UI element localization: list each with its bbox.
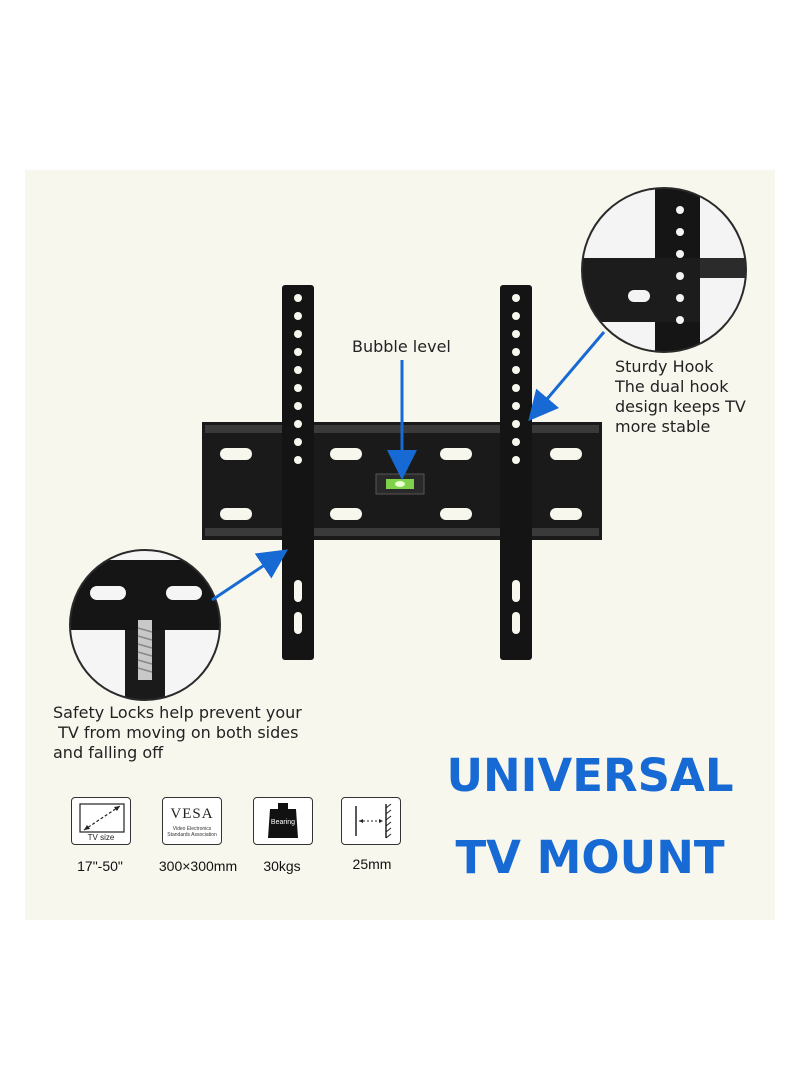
sturdy-hook-line-1: Sturdy Hook <box>615 357 714 376</box>
title-line-1: UNIVERSAL <box>446 749 734 802</box>
hook-arrow <box>528 331 606 422</box>
safety-locks-line-2: TV from moving on both sides <box>53 723 299 742</box>
hook-detail-circle <box>581 187 747 353</box>
wall-distance-value: 25mm <box>352 856 392 872</box>
vesa-icon: VESA Video Electronics Standards Associa… <box>162 797 222 845</box>
bubble-level-label: Bubble level <box>352 337 451 356</box>
tv-size-icon-text: TV size <box>87 833 115 842</box>
weight-icon: Bearing <box>253 797 313 845</box>
safety-lock-arrow <box>211 549 288 602</box>
sturdy-hook-line-3: design keeps TV <box>615 397 746 416</box>
safety-locks-line-3: and falling off <box>53 743 164 762</box>
sturdy-hook-line-4: more stable <box>615 417 711 436</box>
weight-value: 30kgs <box>263 858 301 874</box>
sturdy-hook-line-2: The dual hook <box>615 377 729 396</box>
vesa-icon-subtext-1: Video Electronics <box>172 826 212 832</box>
wall-distance-icon <box>341 797 401 845</box>
vesa-icon-text: VESA <box>170 806 214 822</box>
vesa-icon-subtext-2: Standards Association <box>167 832 217 838</box>
safety-locks-label: Safety Locks help prevent your TV from m… <box>53 703 302 763</box>
safety-lock-detail-circle <box>69 549 221 701</box>
vesa-value: 300×300mm <box>158 858 238 874</box>
sturdy-hook-label: Sturdy Hook The dual hook design keeps T… <box>615 357 746 437</box>
weight-icon-text: Bearing <box>270 819 296 826</box>
title-line-2: TV MOUNT <box>455 831 725 884</box>
safety-locks-line-1: Safety Locks help prevent your <box>53 703 302 722</box>
tv-size-value: 17"-50" <box>77 858 123 874</box>
right-arm <box>500 285 532 660</box>
tv-size-icon: TV size <box>71 797 131 845</box>
left-arm <box>282 285 314 660</box>
bubble-level <box>375 473 425 495</box>
